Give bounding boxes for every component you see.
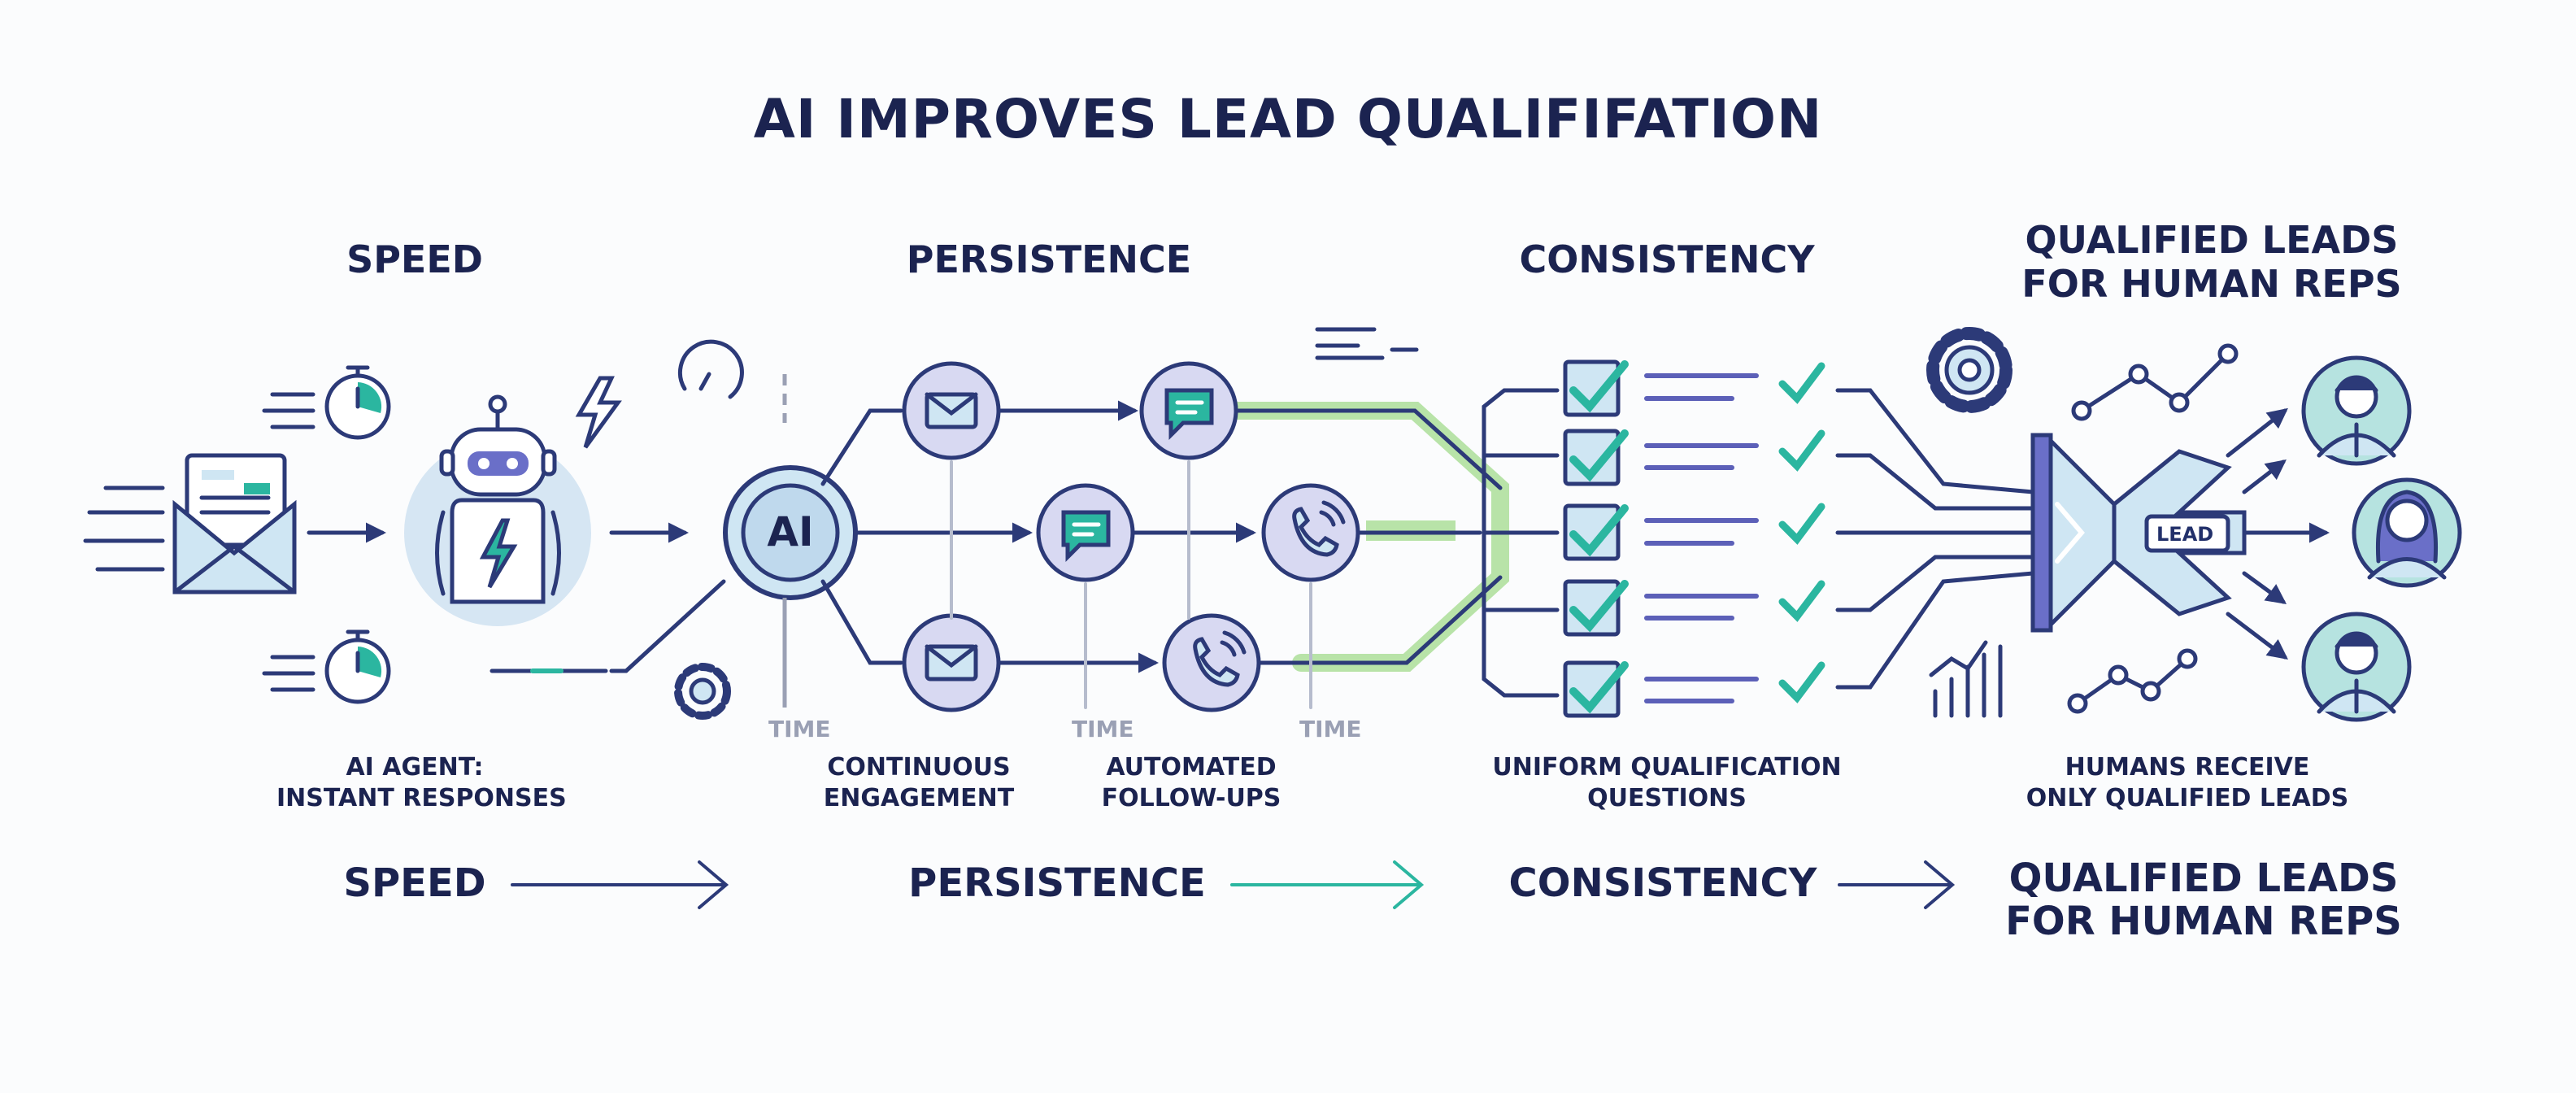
caption-persistence-b-line1: AUTOMATED <box>1106 753 1277 782</box>
time-label: TIME <box>768 716 831 742</box>
stopwatch-icon <box>262 365 391 440</box>
trend-line-icon <box>2071 343 2239 421</box>
lightning-icon <box>575 376 622 449</box>
page-title: AI IMPROVES LEAD QUALIFIFATION <box>753 88 1823 150</box>
checkmark-icon <box>1778 362 1825 404</box>
phone-node-icon <box>1261 483 1360 582</box>
persistence-section <box>820 361 1509 712</box>
bottom-speed: SPEED <box>343 860 486 906</box>
time-label: TIME <box>1072 716 1134 742</box>
checklist-rows <box>1563 359 1825 718</box>
arrow-icon <box>511 860 729 909</box>
phone-node-icon <box>1162 613 1261 712</box>
bottom-qualified-line2: FOR HUMAN REPS <box>2005 899 2402 944</box>
arrow-icon <box>1838 860 1956 909</box>
checkbox-icon <box>1563 660 1629 718</box>
caption-consistency-line1: UNIFORM QUALIFICATION <box>1492 753 1842 782</box>
caption-speed-line2: INSTANT RESPONSES <box>276 784 567 812</box>
consistency-section <box>1315 327 2035 718</box>
checkmark-icon <box>1778 429 1825 472</box>
motion-lines-icon <box>83 486 165 572</box>
avatar-icon <box>2301 355 2412 466</box>
stopwatch-icon <box>262 629 391 704</box>
caption-persistence-a-line2: ENGAGEMENT <box>823 784 1015 812</box>
checkmark-icon <box>1778 661 1825 703</box>
bar-chart-icon <box>1929 640 2003 718</box>
trend-line-icon <box>2067 648 2198 714</box>
speed-section <box>83 339 744 720</box>
gear-icon <box>1926 327 2012 413</box>
checkbox-icon <box>1563 579 1629 637</box>
ai-node-label: AI <box>767 508 814 555</box>
checkmark-icon <box>1778 503 1825 545</box>
qualified-section <box>1926 327 2462 722</box>
bottom-qualified-line1: QUALIFIED LEADS <box>2008 856 2399 901</box>
caption-qualified-line1: HUMANS RECEIVE <box>2065 753 2310 782</box>
caption-persistence-a-line1: CONTINUOUS <box>827 753 1011 782</box>
caption-speed-line1: AI AGENT: <box>346 753 484 782</box>
header-consistency: CONSISTENCY <box>1519 237 1815 281</box>
avatar-icon <box>2301 612 2412 722</box>
lead-label: LEAD <box>2156 523 2214 546</box>
header-qualified-line2: FOR HUMAN REPS <box>2021 262 2402 306</box>
checkbox-icon <box>1563 429 1629 486</box>
avatar-icon <box>2352 477 2462 588</box>
checkbox-icon <box>1563 503 1629 561</box>
checkmark-icon <box>1778 580 1825 622</box>
header-qualified-line1: QUALIFIED LEADS <box>2025 218 2399 262</box>
time-label: TIME <box>1299 716 1362 742</box>
checkbox-icon <box>1563 359 1629 417</box>
bottom-persistence: PERSISTENCE <box>908 860 1206 906</box>
header-persistence: PERSISTENCE <box>906 237 1192 281</box>
arrow-icon <box>1230 860 1425 909</box>
ai-node <box>723 465 858 600</box>
funnel-icon <box>2030 433 2247 633</box>
gear-icon <box>674 663 731 720</box>
bottom-consistency: CONSISTENCY <box>1508 860 1817 906</box>
caption-qualified-line2: ONLY QUALIFIED LEADS <box>2026 784 2349 812</box>
caption-persistence-b-line2: FOLLOW-UPS <box>1101 784 1281 812</box>
robot-icon <box>404 394 591 626</box>
bottom-flow-arrows <box>511 860 1956 909</box>
speedometer-icon <box>677 339 744 399</box>
caption-consistency-line2: QUESTIONS <box>1587 784 1747 812</box>
header-speed: SPEED <box>346 237 483 281</box>
envelope-icon <box>172 453 297 594</box>
